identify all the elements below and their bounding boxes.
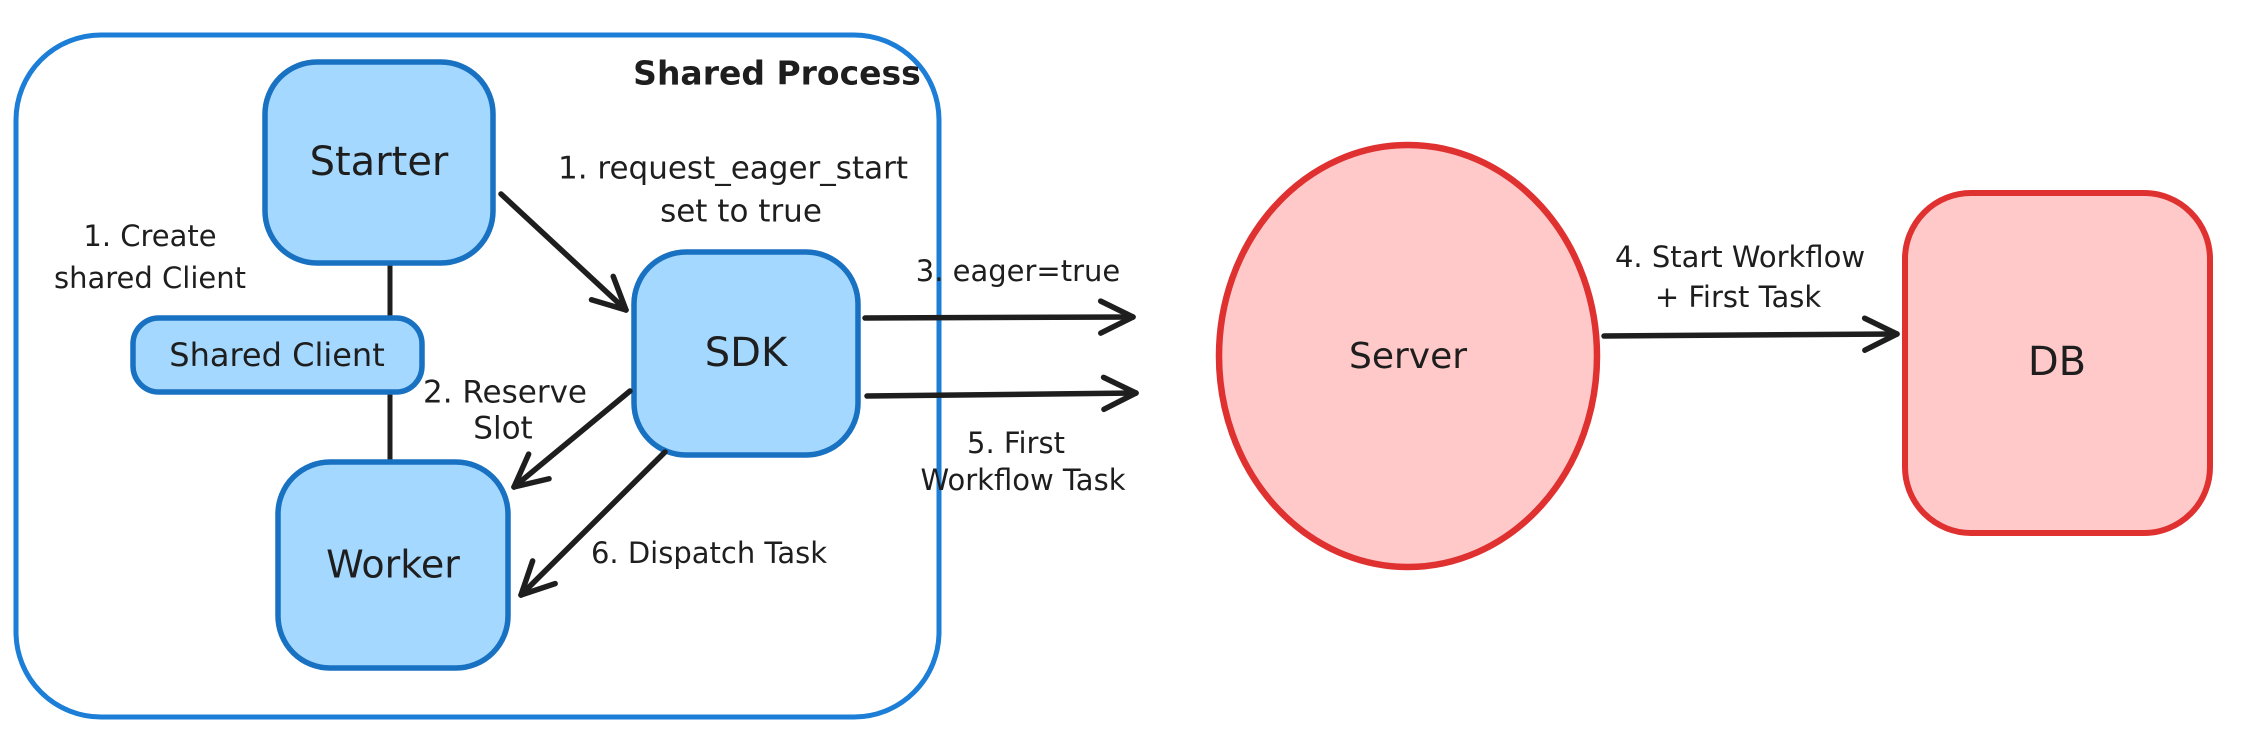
annotation-line: 5. First bbox=[967, 426, 1065, 460]
node-server: Server bbox=[1215, 141, 1601, 571]
arrow-1-request-eager-start bbox=[498, 191, 629, 313]
sdk-label: SDK bbox=[705, 330, 789, 376]
annotation-line: + First Task bbox=[1655, 280, 1822, 314]
shared-process-container: Shared Process bbox=[13, 32, 942, 720]
arrow-6-dispatch-task bbox=[518, 449, 668, 598]
worker-box bbox=[275, 459, 511, 671]
annotation-line: 2. Reserve bbox=[423, 375, 587, 411]
annotation-line: 4. Start Workflow bbox=[1615, 240, 1865, 274]
arrow-4-start-workflow bbox=[1601, 315, 1900, 353]
annotation-line: 1. Create bbox=[83, 219, 216, 253]
annotation-line: shared Client bbox=[54, 261, 246, 295]
server-label: Server bbox=[1349, 336, 1467, 377]
annotation-line: 3. eager=true bbox=[916, 254, 1121, 288]
annotation-line: Workflow Task bbox=[921, 463, 1126, 497]
shared-client-box bbox=[130, 315, 425, 395]
node-db: DB bbox=[1902, 190, 2213, 536]
starter-label: Starter bbox=[310, 139, 449, 185]
annotation-line: 1. request_eager_start bbox=[558, 151, 908, 187]
node-starter: Starter bbox=[262, 59, 496, 266]
node-shared-client: Shared Client bbox=[130, 315, 425, 395]
annotation-create-shared-client: 1. Create shared Client bbox=[54, 219, 246, 295]
db-box bbox=[1902, 190, 2213, 536]
annotation-reserve-slot: 2. Reserve Slot bbox=[423, 375, 587, 447]
annotation-line: set to true bbox=[660, 194, 822, 230]
node-worker: Worker bbox=[275, 459, 511, 671]
annotation-line: 6. Dispatch Task bbox=[591, 536, 827, 570]
shared-client-label: Shared Client bbox=[169, 336, 384, 374]
annotation-first-workflow-task: 5. First Workflow Task bbox=[921, 426, 1126, 497]
server-circle bbox=[1215, 141, 1601, 571]
arrows-layer bbox=[498, 191, 1900, 598]
annotation-eager-true: 3. eager=true bbox=[916, 254, 1121, 288]
arrow-2-reserve-slot bbox=[511, 388, 633, 490]
shared-process-label: Shared Process bbox=[633, 54, 921, 93]
sdk-box bbox=[631, 249, 861, 458]
shared-process-border bbox=[13, 32, 942, 720]
annotation-dispatch-task: 6. Dispatch Task bbox=[591, 536, 827, 570]
annotation-start-workflow: 4. Start Workflow + First Task bbox=[1615, 240, 1865, 314]
arrow-5-first-workflow-task bbox=[864, 374, 1139, 413]
annotation-line: Slot bbox=[473, 411, 532, 447]
worker-label: Worker bbox=[326, 543, 460, 587]
annotation-request-eager-start: 1. request_eager_start set to true bbox=[558, 151, 908, 230]
arrow-3-eager-true bbox=[862, 298, 1136, 336]
starter-box bbox=[262, 59, 496, 266]
db-label: DB bbox=[2028, 339, 2086, 385]
node-sdk: SDK bbox=[631, 249, 861, 458]
